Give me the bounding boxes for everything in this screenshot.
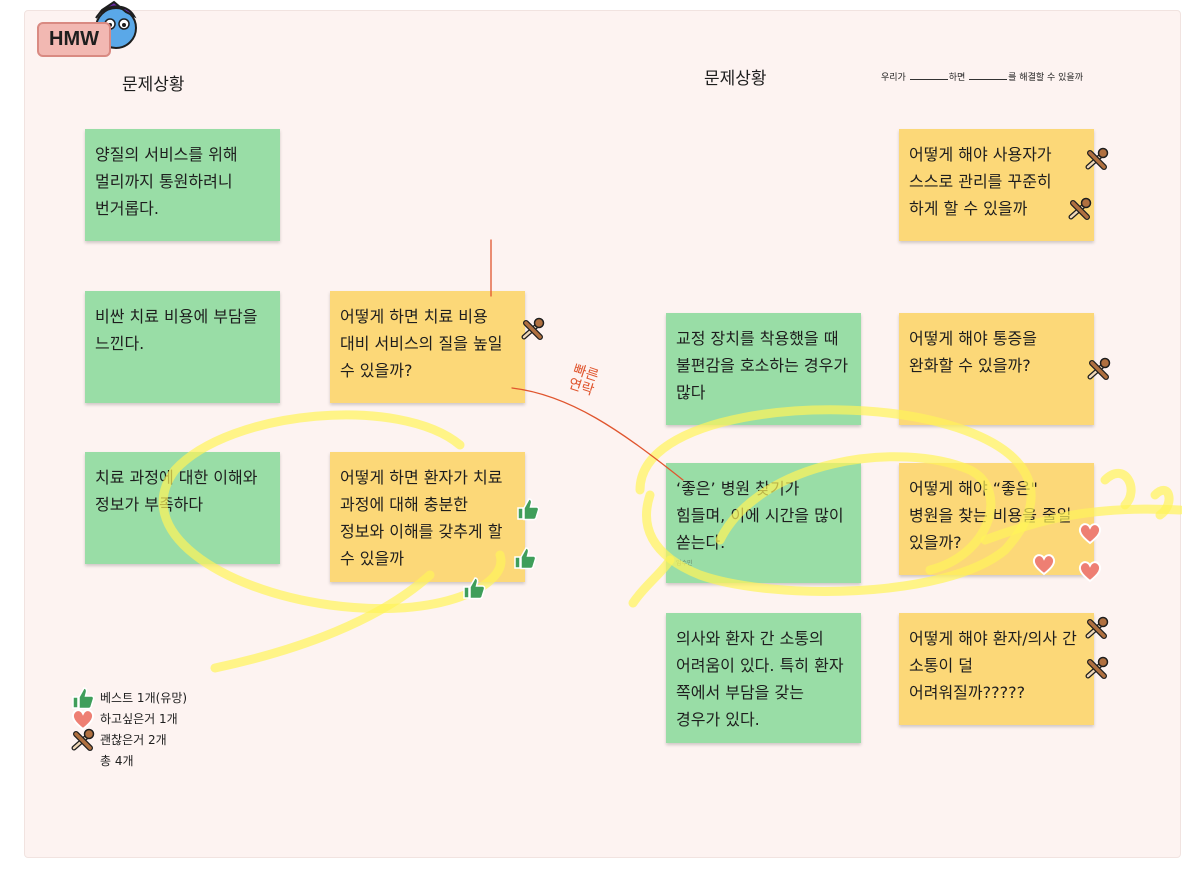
note-text: 어떻게 해야 환자/의사 간 소통이 덜 어려워질까????? bbox=[909, 629, 1077, 702]
pin-icon[interactable] bbox=[1084, 615, 1110, 641]
legend-item: 괜찮은거 2개 bbox=[70, 730, 187, 751]
heart-icon[interactable] bbox=[1031, 551, 1057, 577]
vote-legend: 베스트 1개(유망) 하고싶은거 1개 괜찮은거 2개 총 4개 bbox=[70, 688, 187, 772]
hmw-label: HMW bbox=[37, 22, 111, 57]
heart-icon[interactable] bbox=[1077, 520, 1103, 546]
pin-icon bbox=[70, 727, 96, 753]
legend-item: 하고싶은거 1개 bbox=[70, 709, 187, 730]
legend-label: 괜찮은거 2개 bbox=[100, 733, 167, 747]
pin-icon[interactable] bbox=[1084, 146, 1110, 172]
problem-heading-left: 문제상황 bbox=[122, 75, 185, 95]
template-part-1: 우리가 bbox=[881, 73, 906, 83]
note-text: 양질의 서비스를 위해 멀리까지 통원하려니 번거롭다. bbox=[95, 145, 238, 218]
legend-label: 베스트 1개(유망) bbox=[100, 691, 188, 705]
note-text: 비싼 치료 비용에 부담을 느낀다. bbox=[95, 307, 258, 353]
template-blank bbox=[909, 79, 948, 80]
pin-icon[interactable] bbox=[520, 316, 546, 342]
legend-total-label: 총 4개 bbox=[100, 754, 134, 768]
note-text: 치료 과정에 대한 이해와 정보가 부족하다 bbox=[95, 468, 258, 514]
pin-icon[interactable] bbox=[1067, 196, 1093, 222]
sticky-note[interactable]: 비싼 치료 비용에 부담을 느낀다. bbox=[85, 291, 280, 403]
note-text: 어떻게 해야 사용자가 스스로 관리를 꾸준히 하게 할 수 있을까 bbox=[909, 145, 1052, 218]
note-text: 어떻게 하면 환자가 치료 과정에 대해 충분한 정보와 이해를 갖추게 할 수… bbox=[340, 468, 503, 568]
thumbs-up-icon[interactable] bbox=[512, 545, 538, 571]
legend-label: 하고싶은거 1개 bbox=[100, 712, 178, 726]
sticky-note[interactable]: 어떻게 해야 환자/의사 간 소통이 덜 어려워질까????? bbox=[899, 613, 1094, 725]
legend-total: 총 4개 bbox=[70, 751, 187, 772]
template-part-2: 하면 bbox=[948, 73, 966, 83]
sticky-note[interactable]: 양질의 서비스를 위해 멀리까지 통원하려니 번거롭다. bbox=[85, 129, 280, 241]
hmw-template-sentence: 우리가 하면 를 해결할 수 있을까 bbox=[881, 70, 1083, 83]
sticky-note[interactable]: 어떻게 해야 사용자가 스스로 관리를 꾸준히 하게 할 수 있을까 bbox=[899, 129, 1094, 241]
heart-icon[interactable] bbox=[1077, 558, 1103, 584]
problem-heading-right: 문제상황 bbox=[704, 69, 767, 89]
pin-icon[interactable] bbox=[1084, 655, 1110, 681]
sticky-note[interactable]: 의사와 환자 간 소통의 어려움이 있다. 특히 환자 쪽에서 부담을 갖는 경… bbox=[666, 613, 861, 743]
note-text: 의사와 환자 간 소통의 어려움이 있다. 특히 환자 쪽에서 부담을 갖는 경… bbox=[676, 629, 844, 729]
note-text: 어떻게 하면 치료 비용 대비 서비스의 질을 높일 수 있을까? bbox=[340, 307, 503, 380]
note-text: 교정 장치를 착용했을 때 불편감을 호소하는 경우가 많다 bbox=[676, 329, 849, 402]
sticky-note[interactable]: 어떻게 하면 치료 비용 대비 서비스의 질을 높일 수 있을까? bbox=[330, 291, 525, 403]
pin-icon[interactable] bbox=[1086, 356, 1112, 382]
template-part-3: 를 해결할 수 있을까 bbox=[1008, 73, 1083, 83]
thumbs-up-icon[interactable] bbox=[515, 496, 541, 522]
sticky-note[interactable]: 어떻게 해야 통증을 완화할 수 있을까? bbox=[899, 313, 1094, 425]
template-blank bbox=[969, 79, 1008, 80]
legend-item: 베스트 1개(유망) bbox=[70, 688, 187, 709]
note-text: 어떻게 해야 통증을 완화할 수 있을까? bbox=[909, 329, 1037, 375]
sticky-note[interactable]: 어떻게 하면 환자가 치료 과정에 대해 충분한 정보와 이해를 갖추게 할 수… bbox=[330, 452, 525, 582]
pen-connectors bbox=[490, 239, 684, 481]
highlighter-strokes bbox=[158, 405, 1182, 673]
thumbs-up-icon[interactable] bbox=[461, 575, 487, 601]
